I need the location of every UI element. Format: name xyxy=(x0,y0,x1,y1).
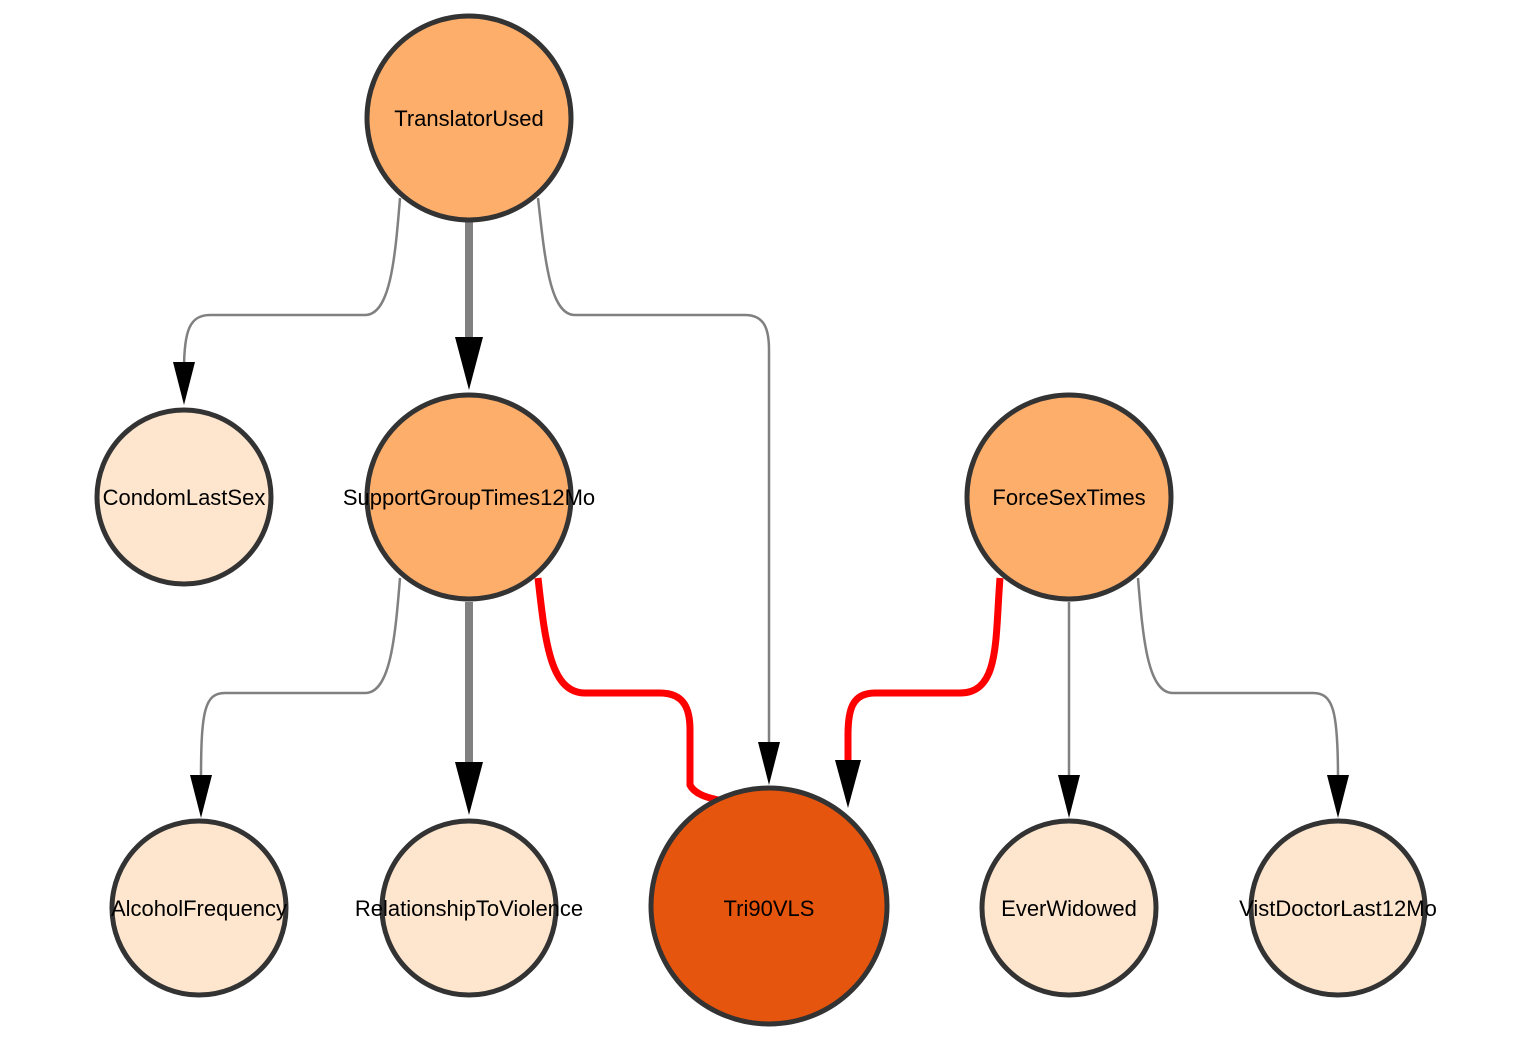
node-label-everwidowed: EverWidowed xyxy=(1001,896,1137,921)
edge-forcesextimes-vistdoctor xyxy=(1136,577,1340,779)
node-label-condomlastsex: CondomLastSex xyxy=(103,485,266,510)
nodes: TranslatorUsed CondomLastSex SupportGrou… xyxy=(94,13,1437,1027)
arrowhead-vistdoctor xyxy=(1327,775,1349,818)
node-condomlastsex[interactable]: CondomLastSex xyxy=(94,407,274,587)
node-label-translatorused: TranslatorUsed xyxy=(394,106,544,131)
node-label-forcesextimes: ForceSexTimes xyxy=(992,485,1145,510)
node-vistdoctorlast12mo[interactable]: VistDoctorLast12Mo xyxy=(1239,818,1437,998)
edge-translatorused-condomlastsex xyxy=(182,197,402,371)
edge-translatorused-tri90vls xyxy=(536,197,771,745)
edge-supportgroup-alcoholfrequency xyxy=(199,577,402,779)
edge-forcesextimes-tri90vls xyxy=(844,577,1004,765)
arrowhead-condomlastsex xyxy=(173,362,195,405)
node-forcesextimes[interactable]: ForceSexTimes xyxy=(964,392,1174,602)
node-supportgrouptimes12mo[interactable]: SupportGroupTimes12Mo xyxy=(343,392,595,602)
node-tri90vls[interactable]: Tri90VLS xyxy=(648,785,890,1027)
node-relationshiptoviolence[interactable]: RelationshipToViolence xyxy=(355,818,583,998)
node-label-relationshiptoviolence: RelationshipToViolence xyxy=(355,896,583,921)
arrowhead-everwidowed xyxy=(1058,775,1080,818)
node-label-tri90vls: Tri90VLS xyxy=(724,896,815,921)
edge-supportgroup-tri90vls xyxy=(534,577,719,804)
arrowhead-tri90vls-gray xyxy=(758,742,780,785)
node-translatorused[interactable]: TranslatorUsed xyxy=(364,13,574,223)
arrowhead-relationshiptoviolence xyxy=(455,762,483,815)
node-alcoholfrequency[interactable]: AlcoholFrequency xyxy=(109,818,289,998)
node-label-alcoholfrequency: AlcoholFrequency xyxy=(111,896,287,921)
arrowhead-supportgroup xyxy=(455,337,483,390)
node-label-vistdoctorlast12mo: VistDoctorLast12Mo xyxy=(1239,896,1437,921)
edges xyxy=(173,197,1349,818)
arrowhead-alcoholfrequency xyxy=(190,775,212,818)
arrowhead-tri90vls-red xyxy=(835,760,861,808)
node-label-supportgrouptimes12mo: SupportGroupTimes12Mo xyxy=(343,485,595,510)
node-everwidowed[interactable]: EverWidowed xyxy=(979,818,1159,998)
